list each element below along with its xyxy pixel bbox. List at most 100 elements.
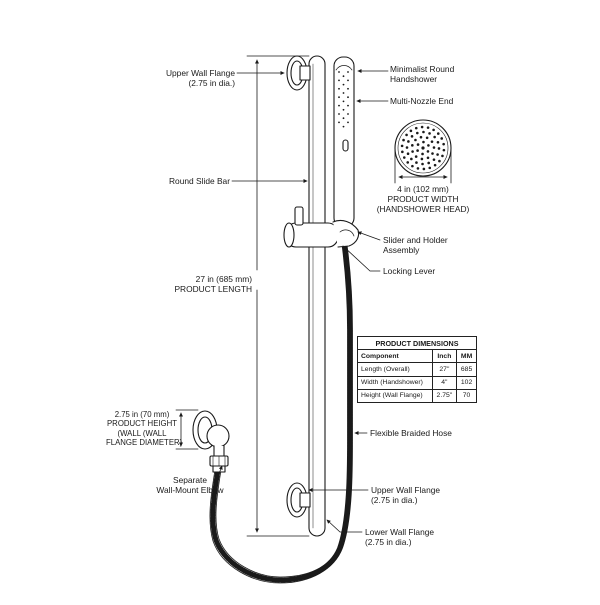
face-nozzle-dot [406, 152, 410, 155]
upper-wall-flange-top [286, 55, 311, 91]
face-nozzle-dot [420, 125, 424, 129]
label-upper-wall-flange-top: Upper Wall Flange (2.75 in dia.) [165, 68, 235, 88]
width-dimension [394, 149, 452, 184]
face-nozzle-dot [421, 152, 424, 156]
label-lower-wall-flange: Lower Wall Flange (2.75 in dia.) [365, 527, 435, 547]
face-nozzle-dot [432, 158, 436, 161]
braided-hose [210, 238, 353, 583]
length-dimension [246, 55, 310, 537]
label-product-length: 27 in (685 mm) PRODUCT LENGTH [174, 274, 252, 294]
nozzle-dot [338, 104, 340, 107]
head-face-nozzles [400, 125, 446, 171]
nozzle-dot [347, 113, 349, 115]
nozzle-dot [347, 79, 349, 82]
face-nozzle-dot [421, 162, 424, 166]
table-cell: 102 [456, 375, 477, 390]
table-cell: Length (Overall) [357, 362, 433, 377]
label-product-width: 4 in (102 mm) PRODUCT WIDTH (HANDSHOWER … [376, 184, 470, 214]
table-row: Height (Wall Flange) 2.75" 70 [357, 388, 477, 403]
table-cell: Height (Wall Flange) [357, 388, 433, 403]
nozzle-dot [347, 121, 349, 124]
nozzle-dot [347, 96, 349, 99]
face-nozzle-dot [433, 163, 437, 167]
table-header-row: Component Inch MM [357, 349, 477, 364]
face-nozzle-dot [438, 159, 441, 163]
nozzle-dot [342, 83, 345, 86]
face-nozzle-dot [420, 157, 424, 161]
nozzle-dot [338, 71, 340, 73]
label-locking-lever: Locking Lever [383, 266, 436, 276]
face-nozzle-dot [414, 126, 418, 130]
table-cell: 4" [431, 375, 458, 390]
label-product-height: 2.75 in (70 mm) PRODUCT HEIGHT (WALL (WA… [106, 410, 183, 448]
nozzle-dot [338, 96, 340, 99]
face-nozzle-dot [426, 150, 430, 153]
face-nozzle-dot [410, 157, 413, 161]
table-cell: Width (Handshower) [357, 375, 433, 390]
face-nozzle-dot [428, 166, 432, 170]
face-nozzle-dot [427, 144, 430, 147]
face-nozzle-dot [426, 156, 430, 160]
slide-bar [308, 55, 326, 537]
face-nozzle-dot [416, 143, 420, 146]
table-cell: 2.75" [431, 388, 458, 403]
nozzle-dot [338, 87, 340, 90]
face-nozzle-dot [436, 153, 439, 156]
face-nozzle-dot [425, 136, 429, 140]
face-nozzle-dot [432, 146, 436, 149]
column-header: Component [357, 349, 433, 364]
face-nozzle-dot [432, 128, 435, 132]
slider-holder-assembly [283, 206, 360, 248]
face-nozzle-dot [437, 147, 441, 150]
table-row: Width (Handshower) 4" 102 [357, 375, 477, 390]
nozzle-dot [342, 117, 345, 120]
column-header: Inch [431, 349, 458, 364]
face-nozzle-dot [411, 164, 414, 168]
face-nozzle-dot [416, 149, 419, 152]
face-nozzle-dot [422, 167, 426, 171]
label-flexible-hose: Flexible Braided Hose [370, 428, 452, 438]
table-title: PRODUCT DIMENSIONS [357, 335, 477, 351]
face-nozzle-dot [422, 140, 425, 144]
face-nozzle-dot [419, 135, 423, 139]
nozzle-dot [347, 104, 349, 107]
face-nozzle-dot [400, 144, 404, 148]
nozzle-dot [338, 121, 340, 124]
face-nozzle-dot [442, 142, 445, 146]
label-slider-holder: Slider and Holder Assembly [383, 235, 448, 255]
label-round-slide-bar: Round Slide Bar [169, 176, 230, 186]
nozzle-dot [342, 108, 345, 111]
leader-slider [357, 231, 381, 241]
nozzle-dot [342, 125, 345, 128]
face-nozzle-dot [431, 152, 434, 155]
face-nozzle-dot [414, 155, 418, 158]
face-nozzle-dot [405, 133, 408, 137]
face-nozzle-dot [411, 150, 414, 153]
face-nozzle-dot [426, 126, 430, 129]
height-dimension [175, 409, 199, 450]
leader-locking-lever [342, 245, 381, 272]
face-nozzle-dot [436, 141, 440, 144]
label-multi-nozzle-end: Multi-Nozzle End [390, 96, 454, 106]
face-nozzle-dot [441, 154, 444, 158]
leader-lower-flange [326, 519, 363, 533]
face-nozzle-dot [436, 132, 440, 135]
face-nozzle-dot [428, 132, 431, 135]
table-cell: 685 [456, 362, 477, 377]
wall-mount-elbow [192, 410, 230, 473]
table-row: Length (Overall) 27" 685 [357, 362, 477, 377]
face-nozzle-dot [433, 135, 436, 139]
face-nozzle-dot [409, 129, 413, 133]
face-nozzle-dot [402, 156, 406, 159]
face-nozzle-dot [402, 138, 405, 142]
face-nozzle-dot [406, 161, 410, 164]
face-nozzle-dot [415, 161, 418, 164]
face-nozzle-dot [430, 140, 434, 143]
face-nozzle-dot [407, 140, 410, 143]
upper-wall-flange-bottom [286, 482, 311, 518]
nozzle-dot [347, 71, 349, 73]
nozzle-dot [342, 92, 345, 94]
face-nozzle-dot [401, 150, 404, 154]
